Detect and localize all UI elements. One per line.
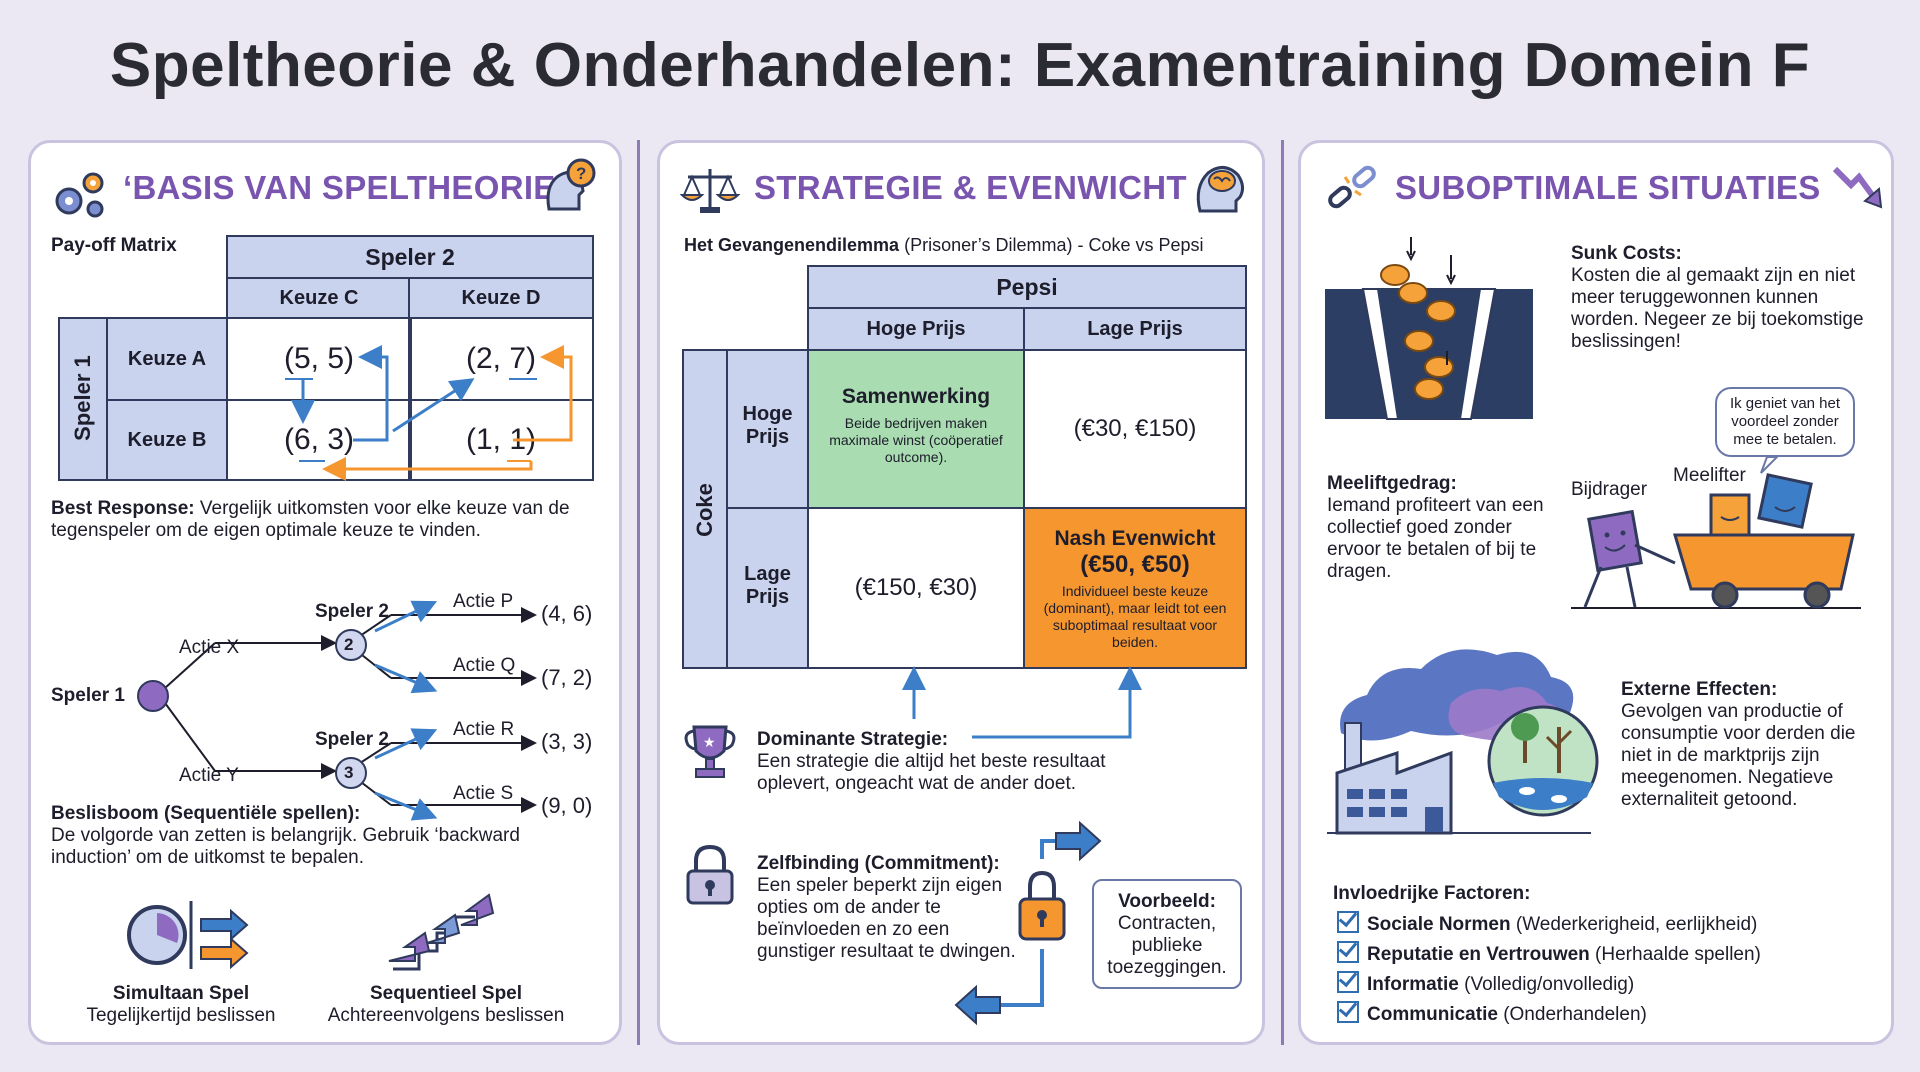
checkbox-icon bbox=[1337, 971, 1359, 993]
best-response: Best Response: Vergelijk uitkomsten voor… bbox=[51, 498, 570, 541]
free-rider: Meeliftgedrag: Iemand profiteert van een… bbox=[1327, 473, 1544, 582]
svg-text:★: ★ bbox=[703, 735, 716, 751]
checkbox-icon bbox=[1337, 1001, 1359, 1023]
dilemma-caption: Het Gevangenendilemma (Prisoner’s Dilemm… bbox=[684, 235, 1204, 255]
page-title: Speltheorie & Onderhandelen: Examentrain… bbox=[109, 31, 1811, 100]
freerider-label: Meelifter bbox=[1673, 465, 1746, 486]
matrix-label: Pay-off Matrix bbox=[51, 235, 177, 256]
tree-action-y: Actie Y bbox=[179, 765, 239, 786]
beslisboom-text: Beslisboom (Sequentiële spellen): De vol… bbox=[51, 803, 520, 868]
padlock-icon bbox=[686, 844, 734, 905]
speech-bubble: Ik geniet van het voordeel zonder mee te… bbox=[1715, 387, 1855, 457]
sunk-costs-graphic bbox=[1325, 237, 1533, 420]
col-header: Keuze C bbox=[226, 277, 412, 319]
broken-chain-icon bbox=[1328, 165, 1376, 209]
factors-title: Invloedrijke Factoren: bbox=[1333, 883, 1531, 904]
tree-action-x: Actie X bbox=[179, 637, 240, 658]
tree-outcome: (3, 3) bbox=[541, 729, 593, 754]
decision-tree bbox=[137, 600, 537, 821]
tree-node: 2 bbox=[344, 635, 354, 654]
panel-strategie-evenwicht: STRATEGIE & EVENWICHT Het Gevangenendile… bbox=[657, 140, 1265, 1045]
tree-action-s: Actie S bbox=[453, 783, 514, 804]
sim-sub: Tegelijkertijd beslissen bbox=[86, 1005, 276, 1026]
down-trend-icon bbox=[1832, 166, 1883, 209]
tree-outcome: (9, 0) bbox=[541, 793, 593, 818]
seq-sub: Achtereenvolgens beslissen bbox=[327, 1005, 565, 1026]
factor-item: Sociale Normen (Wederkerigheid, eerlijkh… bbox=[1337, 911, 1757, 936]
free-rider-graphic bbox=[1571, 456, 1861, 609]
payoff-cell: (1, 1) bbox=[408, 399, 594, 481]
factor-item: Communicatie (Onderhandelen) bbox=[1337, 1001, 1647, 1026]
panel-suboptimale-situaties: SUBOPTIMALE SITUATIES Sunk Costs: Kosten… bbox=[1298, 140, 1894, 1045]
sim-title: Simultaan Spel bbox=[112, 983, 250, 1004]
best-response-arrows bbox=[285, 345, 573, 481]
commitment: Zelfbinding (Commitment): Een speler bep… bbox=[757, 853, 1016, 962]
payoff-cell: (6, 3) bbox=[226, 399, 412, 481]
factor-item: Reputatie en Vertrouwen (Herhaalde spell… bbox=[1337, 941, 1761, 966]
tree-node: 3 bbox=[344, 763, 354, 782]
dominant-arrows bbox=[902, 666, 1142, 739]
commitment-graphic bbox=[954, 820, 1102, 1026]
brain-head-icon bbox=[1196, 166, 1245, 213]
row-header: Hoge Prijs bbox=[726, 349, 809, 509]
nash-equilibrium-cell: Nash Evenwicht (€50, €50) Individueel be… bbox=[1023, 507, 1247, 669]
tree-player2-label: Speler 2 bbox=[315, 729, 389, 750]
gears-icon bbox=[55, 172, 104, 218]
divider bbox=[1281, 140, 1284, 1045]
tree-action-q: Actie Q bbox=[453, 655, 516, 676]
factor-item: Informatie (Volledig/onvolledig) bbox=[1337, 971, 1634, 996]
tree-root-label: Speler 1 bbox=[51, 685, 125, 706]
svg-text:?: ? bbox=[576, 164, 586, 183]
divider bbox=[637, 140, 640, 1045]
tree-action-p: Actie P bbox=[453, 591, 514, 612]
tree-outcome: (4, 6) bbox=[541, 601, 593, 626]
example-bubble: Voorbeeld: Contracten, publieke toezeggi… bbox=[1092, 879, 1242, 989]
external-effects: Externe Effecten: Gevolgen van productie… bbox=[1621, 679, 1856, 810]
head-question-icon: ? bbox=[546, 158, 596, 211]
panel-basis-speltheorie: ‘BASIS VAN SPELTHEORIE ? Pay-off Matrix … bbox=[28, 140, 622, 1045]
panel-title: ‘BASIS VAN SPELTHEORIE bbox=[123, 169, 556, 206]
seq-title: Sequentieel Spel bbox=[369, 983, 523, 1004]
game-type-icons bbox=[127, 893, 495, 971]
sunk-costs: Sunk Costs: Kosten die al gemaakt zijn e… bbox=[1571, 243, 1864, 352]
tree-outcome: (7, 2) bbox=[541, 665, 593, 690]
checkbox-icon bbox=[1337, 941, 1359, 963]
col-header: Keuze D bbox=[408, 277, 594, 319]
row-header: Lage Prijs bbox=[726, 507, 809, 669]
panel-title: SUBOPTIMALE SITUATIES bbox=[1395, 169, 1821, 206]
player2-header: Speler 2 bbox=[226, 235, 594, 279]
tree-action-r: Actie R bbox=[453, 719, 515, 740]
contributor-label: Bijdrager bbox=[1571, 479, 1648, 500]
scales-icon bbox=[679, 169, 741, 213]
dominant-strategy: Dominante Strategie: Een strategie die a… bbox=[757, 729, 1106, 794]
tree-player2-label: Speler 2 bbox=[315, 601, 389, 622]
externality-graphic bbox=[1327, 649, 1599, 835]
panel-title: STRATEGIE & EVENWICHT bbox=[754, 169, 1187, 206]
checkbox-icon bbox=[1337, 911, 1359, 933]
trophy-icon: ★ bbox=[684, 725, 736, 778]
